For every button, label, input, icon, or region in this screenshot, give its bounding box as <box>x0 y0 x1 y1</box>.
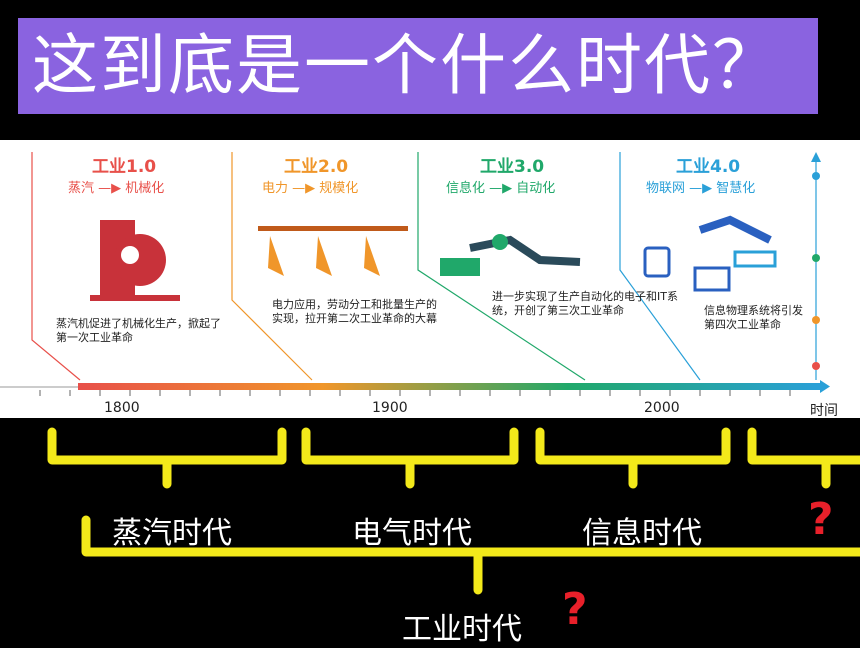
timeline-graphic <box>0 152 830 396</box>
timeline-axis <box>78 383 820 390</box>
timeline-panel: 工业1.0 蒸汽 —▶ 机械化 蒸汽机促进了机械化生产，掀起了第一次工业革命 工… <box>0 140 860 419</box>
era-subtitle: 蒸汽 —▶ 机械化 <box>68 181 165 196</box>
era4-connector <box>619 152 701 381</box>
bracket-industrial <box>81 515 860 595</box>
era-description: 进一步实现了生产自动化的电子和IT系统，开创了第三次工业革命 <box>492 290 678 317</box>
axis-end-label: 时间 <box>810 403 838 419</box>
era-title: 工业1.0 <box>92 157 157 177</box>
era-subtitle: 物联网 —▶ 智慧化 <box>646 181 756 196</box>
era-description: 蒸汽机促进了机械化生产，掀起了第一次工业革命 <box>56 317 221 344</box>
title-banner: 这到底是一个什么时代？ <box>18 18 818 114</box>
steam-engine-icon <box>90 220 180 301</box>
iot-devices-icon <box>643 215 777 292</box>
era-title: 工业4.0 <box>676 157 741 177</box>
era-title: 工业2.0 <box>284 157 349 177</box>
power-line-icon <box>258 226 408 276</box>
era1-connector <box>31 152 81 381</box>
slide-title: 这到底是一个什么时代？ <box>32 27 780 104</box>
era-subtitle: 信息化 —▶ 自动化 <box>446 181 556 196</box>
axis-ticks <box>39 390 791 396</box>
era3-connector <box>417 152 586 381</box>
era-title: 工业3.0 <box>480 157 545 177</box>
bracket-future <box>747 427 860 489</box>
bracket-electric <box>301 427 519 489</box>
era2-connector <box>231 152 313 381</box>
year-label: 1800 <box>104 400 140 416</box>
age-label: 电气时代 <box>352 516 472 551</box>
question-mark: ? <box>562 584 588 635</box>
year-label: 2000 <box>644 400 680 416</box>
industrial-age-label: 工业时代 <box>402 612 522 647</box>
question-mark: ? <box>808 494 834 545</box>
robot-arm-icon <box>440 234 581 276</box>
bracket-info <box>535 427 731 489</box>
era-description: 电力应用，劳动分工和批量生产的实现，拉开第二次工业革命的大幕 <box>272 298 437 325</box>
age-label: 蒸汽时代 <box>112 516 232 551</box>
bracket-steam <box>47 427 287 489</box>
era-description: 信息物理系统将引发第四次工业革命 <box>704 304 803 331</box>
year-label: 1900 <box>372 400 408 416</box>
era-subtitle: 电力 —▶ 规模化 <box>262 181 359 196</box>
age-label: 信息时代 <box>582 516 702 551</box>
